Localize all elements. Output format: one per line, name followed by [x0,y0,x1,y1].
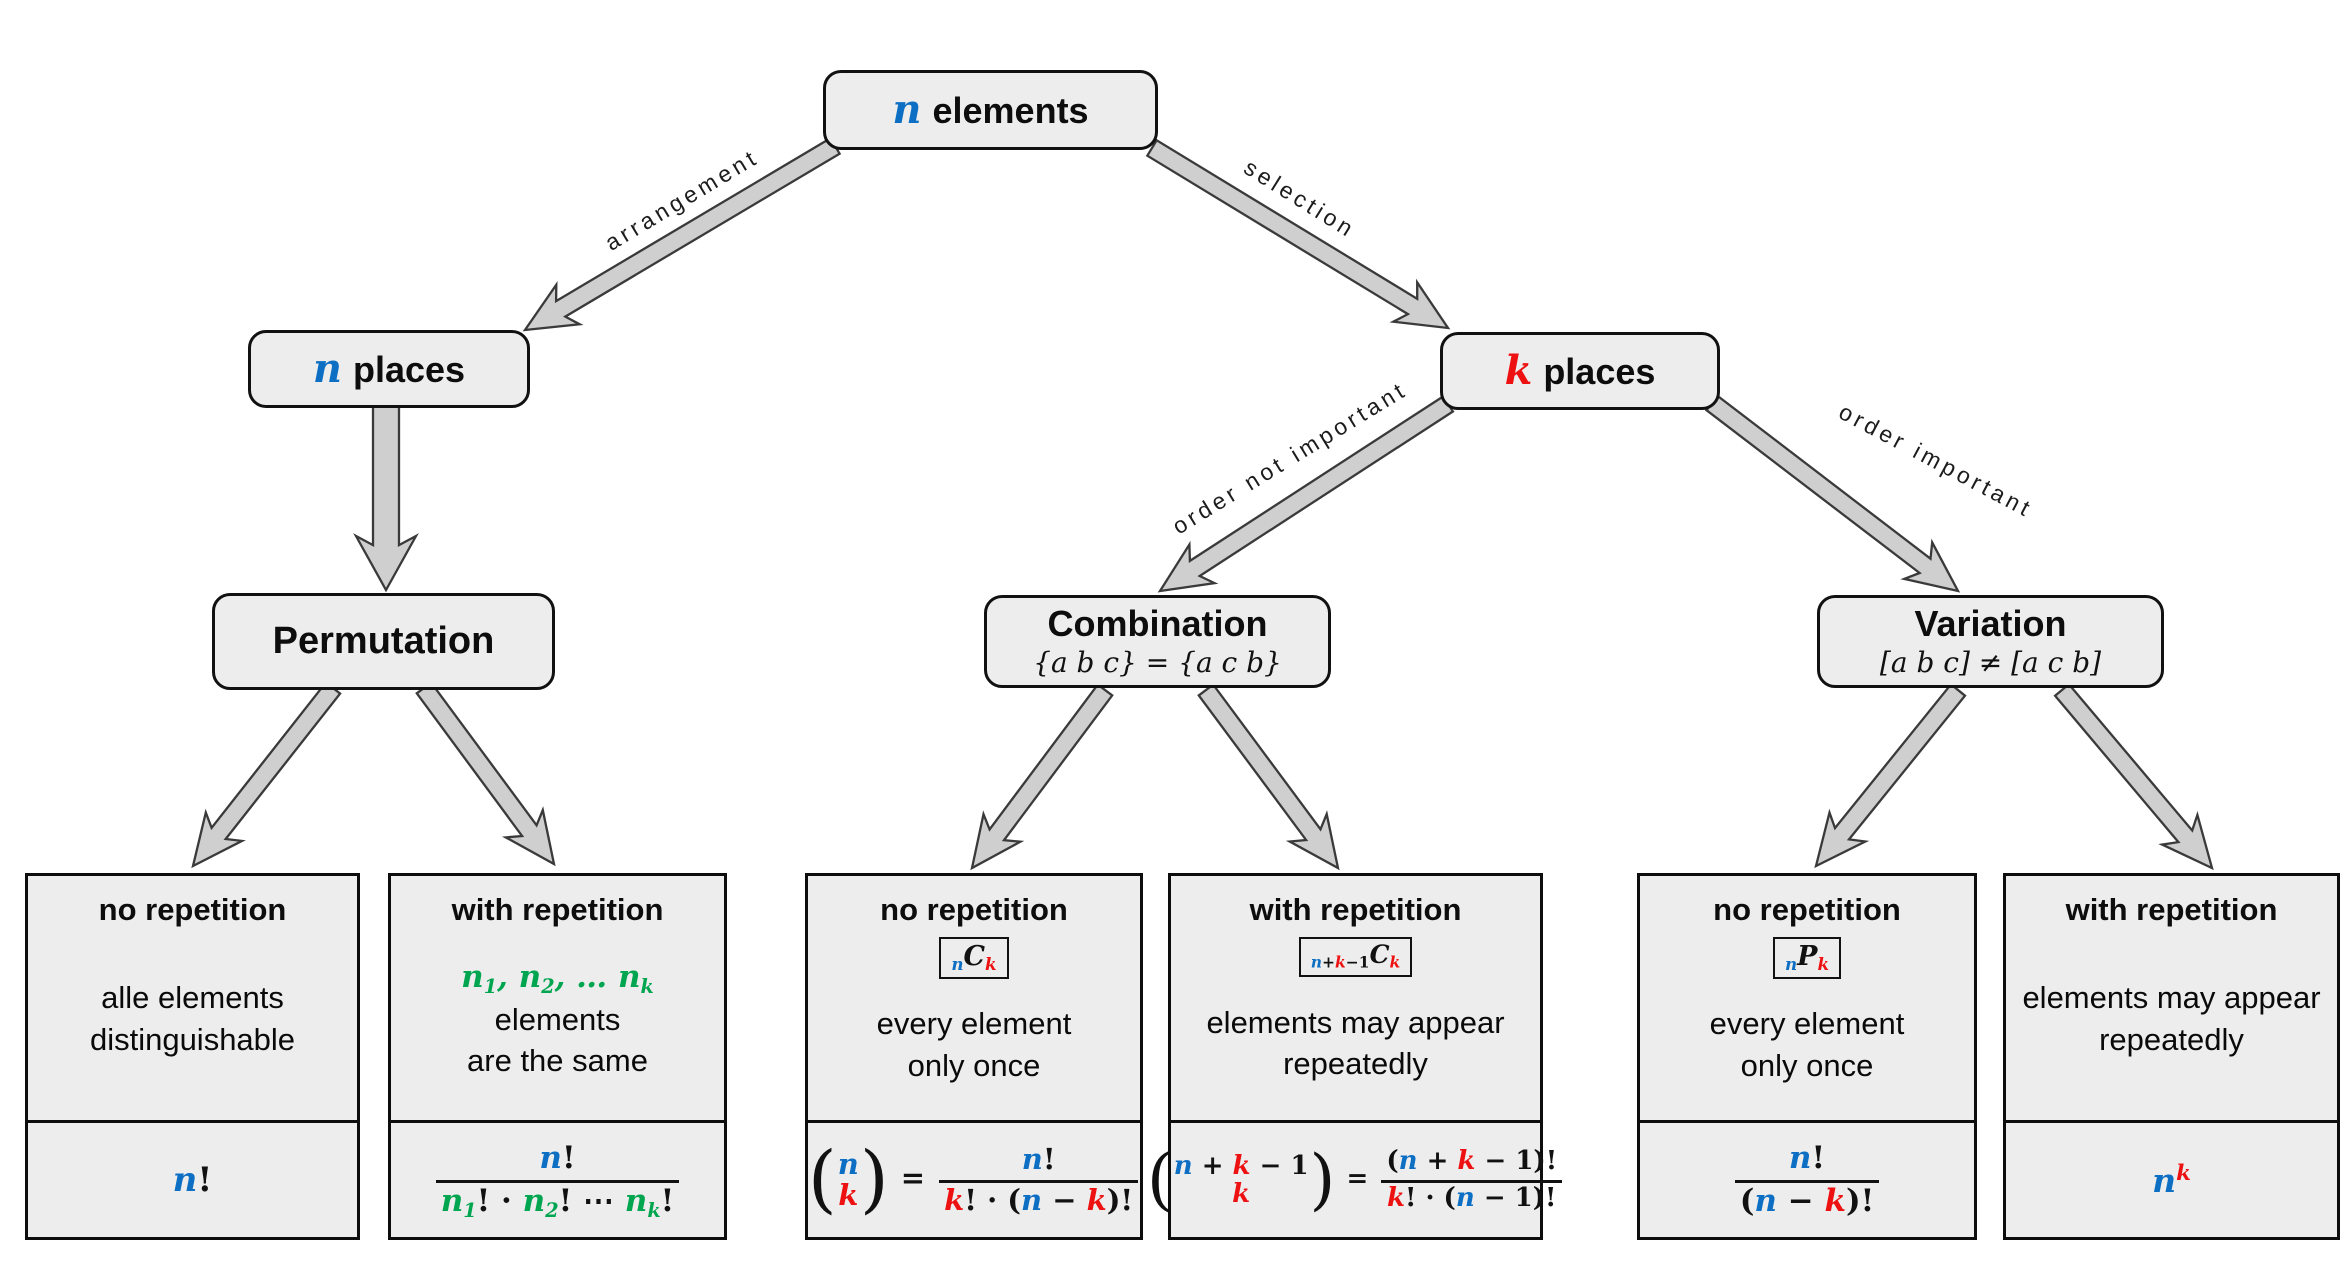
leaf-description: n1, n2, … nk elements are the same [399,956,716,1082]
leaf-formula-section: n!(n − k)! [1640,1120,1974,1237]
leaf-description-section: with repetition elements may appear repe… [2006,876,2337,1120]
leaf-formula-section: nk [2006,1120,2337,1237]
leaf-combination-no-repetition: no repetition nCk every element only onc… [805,873,1143,1240]
leaf-header: with repetition [1249,892,1462,927]
formula: n! [172,1160,213,1200]
symbol-nCk: nCk [939,937,1009,980]
node-label: places [353,349,466,390]
formula: n!n1! · n2! ⋯ nk! [432,1140,684,1219]
leaf-description-section: with repetition n+k−1Ck elements may app… [1171,876,1540,1120]
leaf-header: with repetition [451,892,664,927]
symbol-n+k-1Ck: n+k−1Ck [1298,937,1413,977]
math-inline: n1, n2, … nk [461,959,654,998]
flow-arrow [1704,394,1961,593]
flow-arrow [415,681,556,867]
formula: nk [2152,1160,2191,1200]
leaf-description-line: elements may appear [2022,980,2321,1016]
leaf-description-section: no repetition nPk every element only onc… [1640,876,1974,1120]
leaf-formula-section: n!n1! · n2! ⋯ nk! [391,1120,724,1237]
leaf-description: every element only once [1710,1003,1905,1086]
node-label: elements [932,90,1089,131]
leaf-description-line: distinguishable [89,1022,296,1057]
leaf-formula-section: n! [28,1120,357,1237]
leaf-description-line: elements may appear [1206,1004,1505,1040]
leaf-permutation-with-repetition: with repetition n1, n2, … nk elements ar… [388,873,727,1240]
leaf-permutation-no-repetition: no repetition alle elements distinguisha… [25,873,360,1240]
leaf-combination-with-repetition: with repetition n+k−1Ck elements may app… [1147,873,1563,1240]
leaf-variation-with-repetition: with repetition elements may appear repe… [2003,873,2340,1240]
flow-arrow [1157,394,1455,593]
node-combination: Combination {a b c} = {a c b} [984,595,1331,688]
node-label: places [1543,351,1656,392]
leaf-header: no repetition [98,892,287,927]
flow-arrow [1145,138,1451,330]
leaf-description-line: n1, n2, … nk elements [399,956,716,1040]
formula: n!(n − k)! [1731,1140,1884,1219]
node-subtitle: {a b c} = {a c b} [1033,646,1282,680]
leaf-description-line: repeatedly [1283,1046,1428,1082]
leaf-description-line: only once [907,1047,1041,1083]
math-var-k: k [1504,347,1533,394]
node-title: Variation [1914,602,2067,644]
leaf-description-section: no repetition nCk every element only onc… [808,876,1140,1120]
leaf-description-section: with repetition n1, n2, … nk elements ar… [391,876,724,1120]
flow-arrow [522,136,842,332]
leaf-description-line: every element [1709,1006,1905,1042]
math-var-n: n [312,345,342,392]
flow-arrow [1814,682,1967,869]
flow-arrow [191,680,342,869]
flow-arrow [970,682,1114,871]
leaf-description: every element only once [877,1003,1072,1086]
leaf-description-line: only once [1740,1047,1874,1083]
leaf-description: elements may appear repeatedly [1206,1002,1504,1085]
flow-arrow [2053,682,2214,871]
leaf-description: alle elements distinguishable [90,977,295,1060]
node-subtitle: [a b c] ≠ [a c b] [1879,646,2102,680]
leaf-description: elements may appear repeatedly [2022,977,2320,1060]
leaf-description-text: elements [494,1001,621,1037]
leaf-description-line: are the same [467,1043,648,1079]
node-variation: Variation [a b c] ≠ [a c b] [1817,595,2164,688]
math-var-n: n [892,86,922,133]
leaf-header: no repetition [880,892,1068,927]
node-title: Permutation [272,619,495,662]
flow-arrow [353,402,419,593]
leaf-description-line: every element [876,1006,1072,1042]
node-permutation: Permutation [212,593,555,690]
node-title: Combination [1047,602,1268,644]
leaf-variation-no-repetition: no repetition nPk every element only onc… [1637,873,1977,1240]
leaf-header: no repetition [1713,892,1901,927]
leaf-header: with repetition [2065,892,2278,927]
symbol-nPk: nPk [1772,937,1842,980]
leaf-description-line: repeatedly [2099,1022,2244,1057]
leaf-description-line: alle elements [101,980,284,1016]
leaf-description-section: no repetition alle elements distinguisha… [28,876,357,1120]
flow-arrow [1197,682,1340,871]
